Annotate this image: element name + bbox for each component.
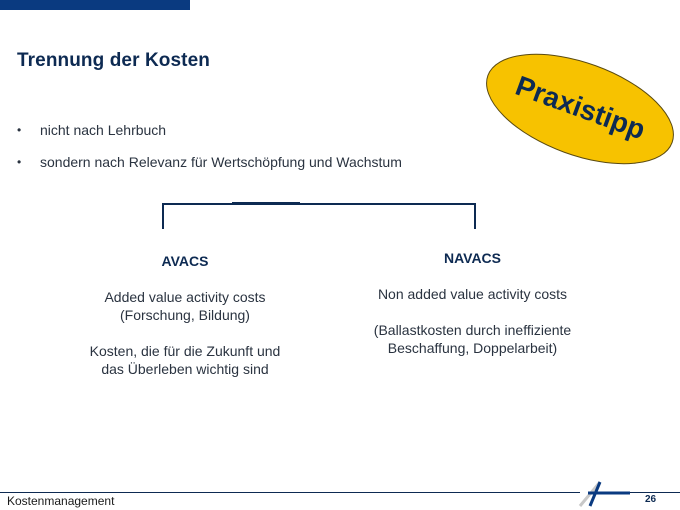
avacs-definition: Added value activity costs (Forschung, B… [50,288,320,324]
text-line: Kosten, die für die Zukunft und [89,343,281,359]
bullet-text: nicht nach Lehrbuch [40,122,167,138]
navacs-definition: Non added value activity costs [340,285,605,303]
navacs-heading: NAVACS [443,250,502,266]
text-line: das Überleben wichtig sind [101,361,269,377]
split-connector [160,200,480,230]
company-logo-icon [578,478,634,508]
bullet-text: sondern nach Relevanz für Wertschöpfung … [40,154,402,170]
avacs-description: Kosten, die für die Zukunft und das Über… [50,342,320,378]
bullet-marker: • [17,155,22,169]
text-line: (Forschung, Bildung) [120,307,250,323]
text-line: (Ballastkosten durch ineffiziente [373,322,572,338]
top-accent-bar [0,0,190,10]
avacs-column: AVACS Added value activity costs (Forsch… [50,252,320,396]
page-number: 26 [645,494,657,505]
text-line: Added value activity costs [104,289,266,305]
text-line: Non added value activity costs [377,286,568,302]
avacs-heading: AVACS [161,253,209,269]
text-line: Beschaffung, Doppelarbeit) [387,340,558,356]
praxistipp-badge: Praxistipp [483,53,677,165]
bullet-marker: • [17,123,22,137]
slide-title: Trennung der Kosten [17,50,210,71]
footer-divider [0,492,580,493]
footer-label: Kostenmanagement [7,494,115,508]
navacs-column: NAVACS Non added value activity costs (B… [340,249,605,375]
navacs-description: (Ballastkosten durch ineffiziente Bescha… [340,321,605,357]
footer-divider-right [630,492,680,493]
